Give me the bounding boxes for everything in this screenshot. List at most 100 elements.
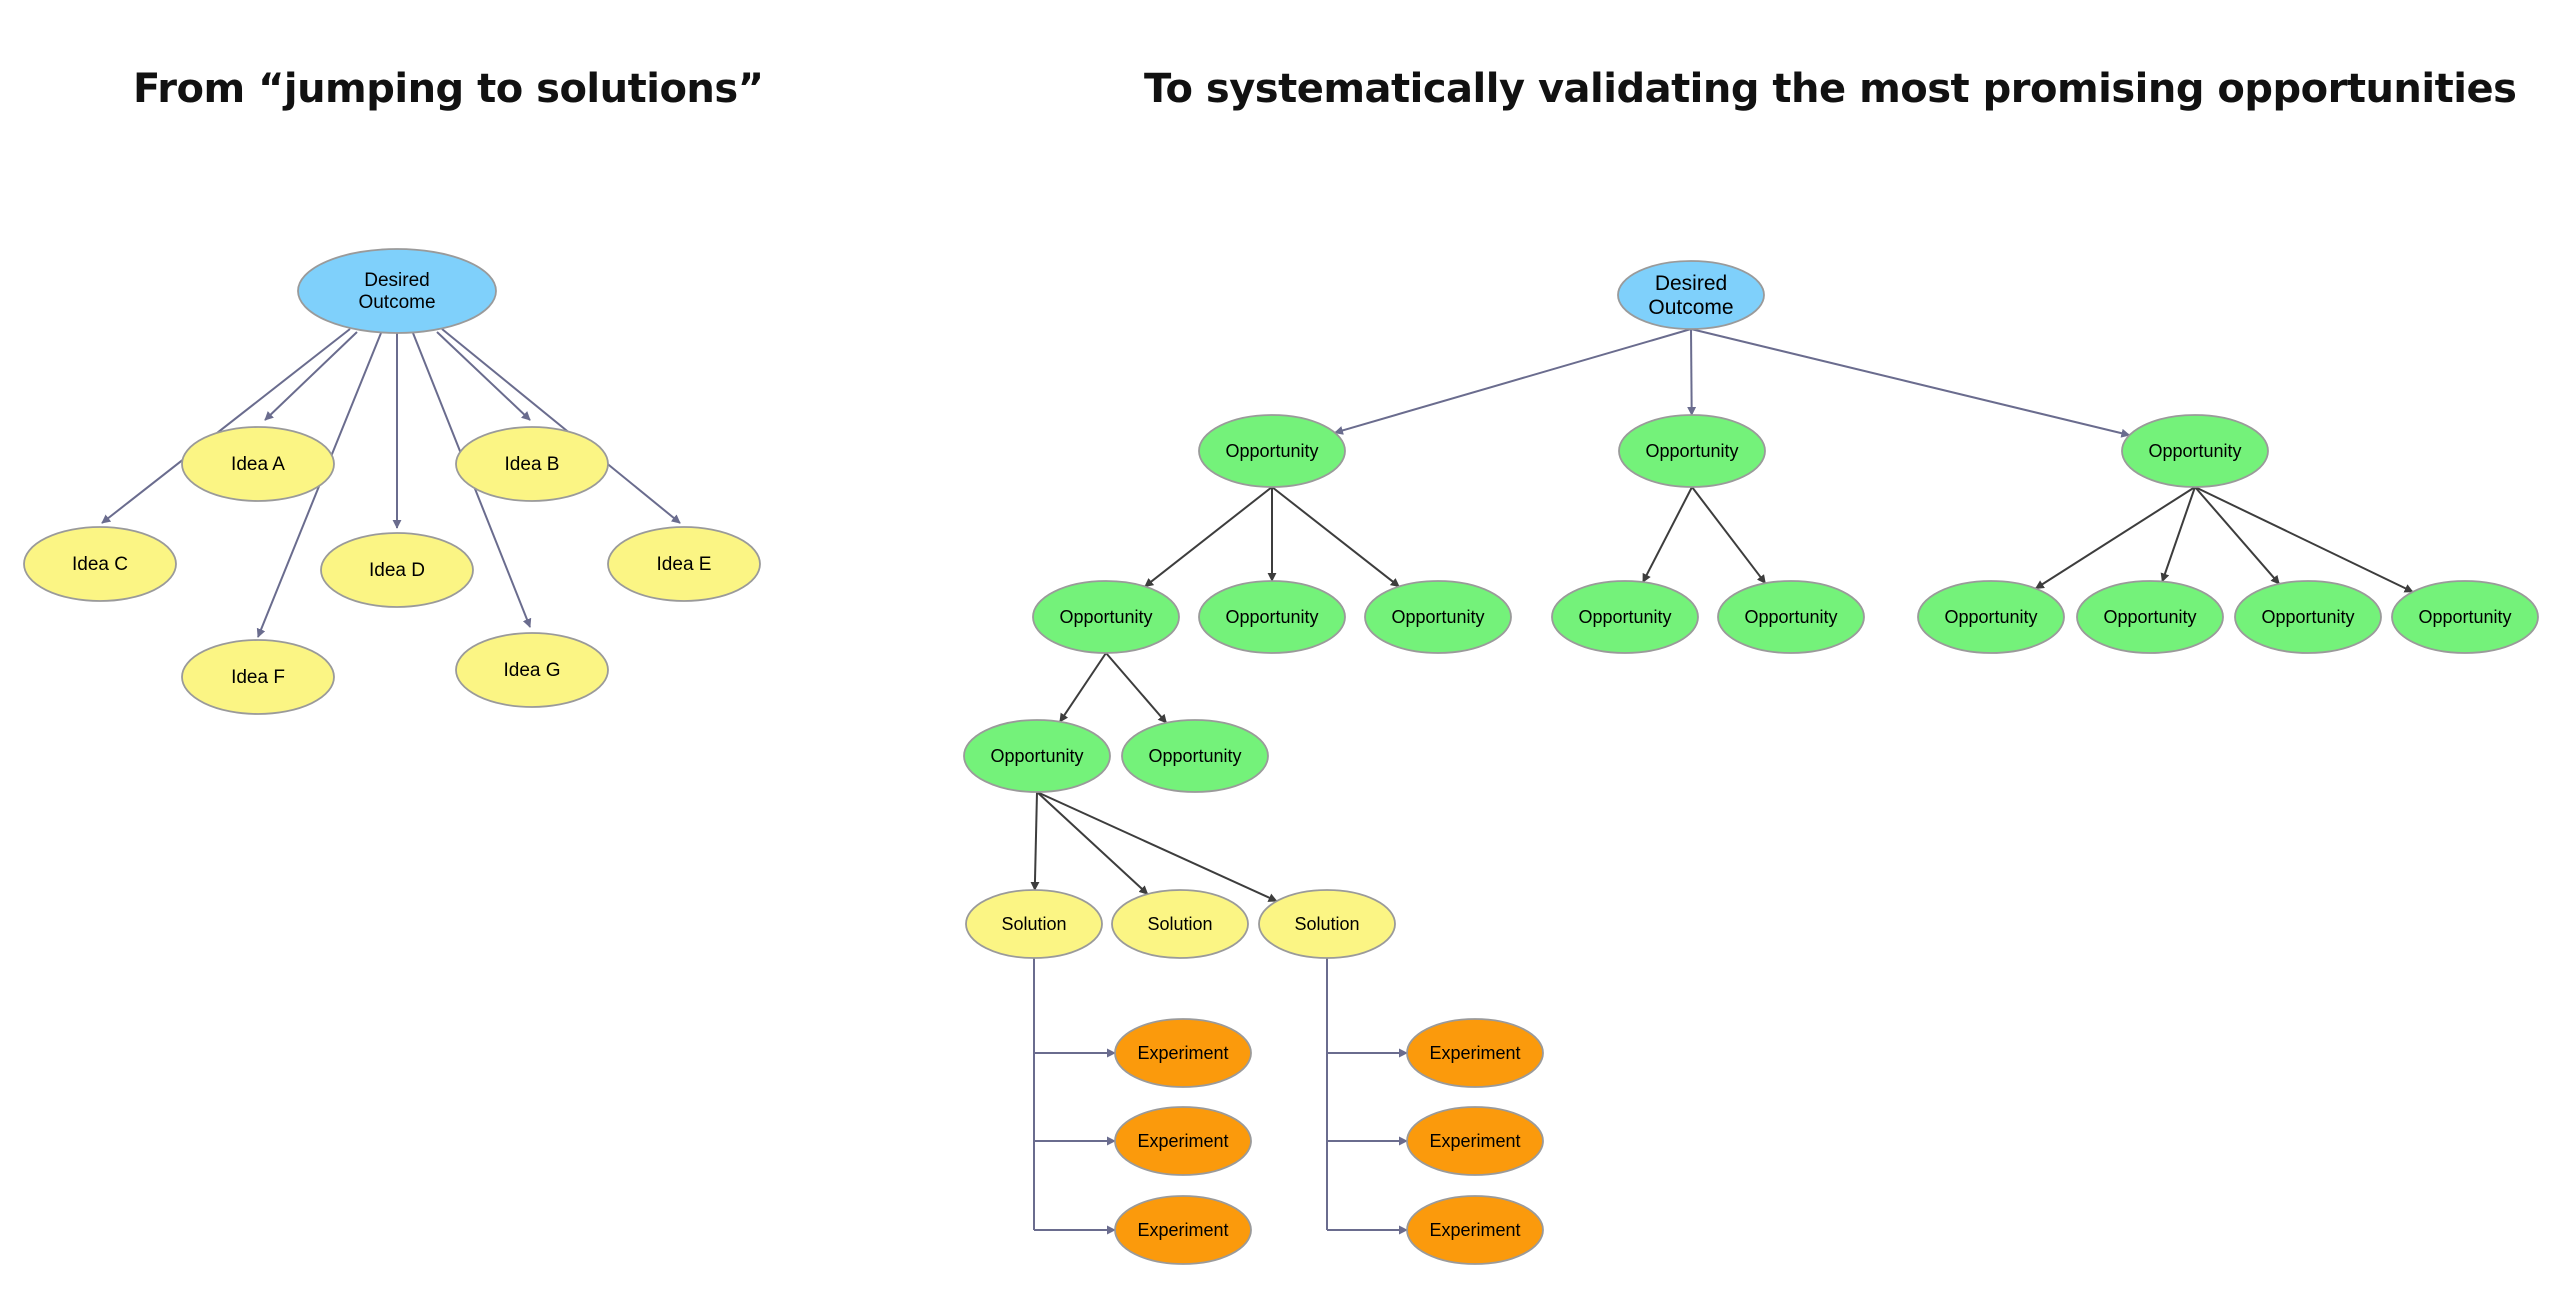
experiment-ellipse — [1114, 1195, 1252, 1265]
edge-O2-O22 — [1691, 486, 1767, 585]
node-experiment-e12: Experiment — [1114, 1106, 1252, 1176]
opportunity-ellipse — [963, 719, 1111, 793]
node-opportunity-o32: Opportunity — [2076, 580, 2224, 654]
idea-ellipse — [181, 639, 335, 715]
idea-label: Idea D — [369, 560, 425, 581]
idea-label: Idea E — [657, 554, 712, 575]
idea-label: Idea C — [72, 554, 128, 575]
opportunity-label: Opportunity — [1059, 607, 1152, 627]
node-experiment-e13: Experiment — [1114, 1195, 1252, 1265]
opportunity-ellipse — [1551, 580, 1699, 654]
edge-L0-LA — [264, 331, 358, 421]
edge-O111-S1 — [1030, 791, 1040, 891]
node-idea-lc: Idea C — [23, 526, 177, 602]
solution-label: Solution — [1294, 914, 1359, 934]
edge-O1-O11 — [1144, 486, 1273, 588]
opportunity-ellipse — [1198, 414, 1346, 488]
experiment-ellipse — [1114, 1106, 1252, 1176]
opportunity-label: Opportunity — [2148, 441, 2241, 461]
node-experiment-e31: Experiment — [1406, 1018, 1544, 1088]
opportunity-ellipse — [2076, 580, 2224, 654]
edge-O3-O34 — [2194, 486, 2414, 593]
edge-O11-O111 — [1059, 652, 1107, 723]
opportunity-label: Opportunity — [1148, 746, 1241, 766]
experiment-ellipse — [1406, 1018, 1544, 1088]
idea-label: Idea B — [505, 454, 560, 475]
opportunity-label: Opportunity — [1391, 607, 1484, 627]
node-opportunity-o31: Opportunity — [1917, 580, 2065, 654]
right-diagram-title: To systematically validating the most pr… — [1144, 66, 2517, 112]
edge-O1-O13 — [1271, 486, 1400, 588]
node-opportunity-o1: Opportunity — [1198, 414, 1346, 488]
edge-O3-O31 — [2034, 486, 2196, 590]
experiment-label: Experiment — [1137, 1043, 1228, 1063]
node-solution-s2: Solution — [1111, 889, 1249, 959]
idea-ellipse — [455, 632, 609, 708]
idea-ellipse — [23, 526, 177, 602]
solution-label: Solution — [1147, 914, 1212, 934]
edge-R0-O3 — [1690, 328, 2131, 438]
node-opportunity-o21: Opportunity — [1551, 580, 1699, 654]
opportunity-ellipse — [1717, 580, 1865, 654]
node-opportunity-o33: Opportunity — [2234, 580, 2382, 654]
opportunity-label: Opportunity — [2103, 607, 2196, 627]
experiment-label: Experiment — [1429, 1131, 1520, 1151]
node-opportunity-o3: Opportunity — [2121, 414, 2269, 488]
opportunity-label: Opportunity — [1578, 607, 1671, 627]
outcome-ellipse — [1617, 260, 1765, 330]
edge-L0-LB — [436, 331, 531, 421]
opportunity-ellipse — [2391, 580, 2539, 654]
left-diagram-title: From “jumping to solutions” — [133, 66, 764, 112]
idea-ellipse — [607, 526, 761, 602]
node-opportunity-o12: Opportunity — [1198, 580, 1346, 654]
opportunity-label: Opportunity — [1944, 607, 2037, 627]
idea-ellipse — [181, 426, 335, 502]
outcome-ellipse — [297, 248, 497, 334]
node-idea-lg: Idea G — [455, 632, 609, 708]
experiment-ellipse — [1406, 1195, 1544, 1265]
node-opportunity-o13: Opportunity — [1364, 580, 1512, 654]
node-experiment-e11: Experiment — [1114, 1018, 1252, 1088]
node-opportunity-o34: Opportunity — [2391, 580, 2539, 654]
experiment-label: Experiment — [1429, 1220, 1520, 1240]
idea-ellipse — [455, 426, 609, 502]
opportunity-label: Opportunity — [1225, 441, 1318, 461]
node-solution-s3: Solution — [1258, 889, 1396, 959]
opportunity-label: Opportunity — [2418, 607, 2511, 627]
opportunity-ellipse — [1121, 719, 1269, 793]
edge-L0-LC — [101, 328, 351, 524]
edge-L0-LE — [441, 328, 681, 524]
node-idea-le: Idea E — [607, 526, 761, 602]
solution-ellipse — [965, 889, 1103, 959]
opportunity-ellipse — [1032, 580, 1180, 654]
opportunity-ellipse — [1917, 580, 2065, 654]
opportunity-ellipse — [2234, 580, 2382, 654]
node-idea-lf: Idea F — [181, 639, 335, 715]
node-opportunity-o22: Opportunity — [1717, 580, 1865, 654]
opportunity-label: Opportunity — [1645, 441, 1738, 461]
idea-label: Idea G — [503, 660, 560, 681]
experiment-ellipse — [1406, 1106, 1544, 1176]
edge-O2-O21 — [1642, 486, 1693, 583]
node-idea-la: Idea A — [181, 426, 335, 502]
node-solution-s1: Solution — [965, 889, 1103, 959]
node-experiment-e33: Experiment — [1406, 1195, 1544, 1265]
edge-O3-O33 — [2194, 486, 2280, 585]
opportunity-label: Opportunity — [2261, 607, 2354, 627]
solution-ellipse — [1258, 889, 1396, 959]
experiment-label: Experiment — [1137, 1131, 1228, 1151]
node-opportunity-o2: Opportunity — [1618, 414, 1766, 488]
opportunity-label: Opportunity — [1744, 607, 1837, 627]
edge-O111-S2 — [1036, 791, 1149, 895]
idea-ellipse — [320, 532, 474, 608]
node-idea-lb: Idea B — [455, 426, 609, 502]
idea-label: Idea A — [231, 454, 285, 475]
node-idea-ld: Idea D — [320, 532, 474, 608]
node-opportunity-o11: Opportunity — [1032, 580, 1180, 654]
node-opportunity-o112: Opportunity — [1121, 719, 1269, 793]
edge-R0-O2 — [1687, 328, 1697, 416]
edge-O111-S3 — [1036, 791, 1278, 903]
